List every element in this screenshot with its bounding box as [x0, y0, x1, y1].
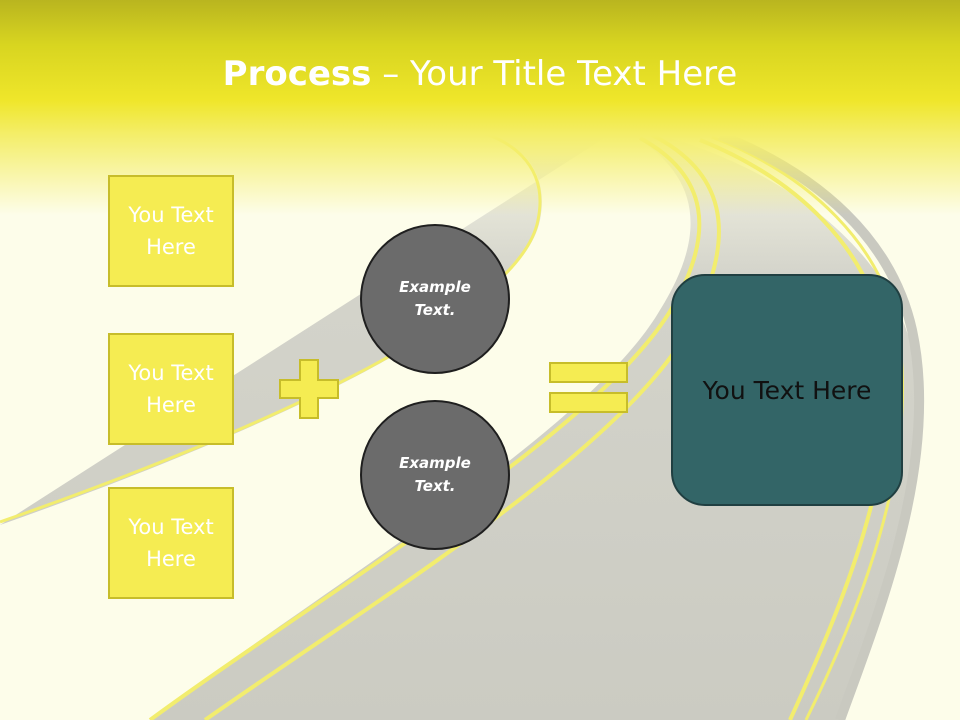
- title-bold: Process: [222, 54, 372, 94]
- input-box-1[interactable]: You Text Here: [108, 175, 234, 287]
- input-box-label: You Text Here: [128, 515, 214, 571]
- title-rest: Your Title Text Here: [410, 54, 738, 94]
- input-box-label: You Text Here: [128, 203, 214, 259]
- operand-circle-1[interactable]: Example Text.: [360, 224, 510, 374]
- operand-label: Example Text.: [399, 454, 471, 495]
- equals-icon: [549, 362, 628, 413]
- slide-title: Process – Your Title Text Here: [0, 52, 960, 96]
- operand-circle-2[interactable]: Example Text.: [360, 400, 510, 550]
- input-box-2[interactable]: You Text Here: [108, 333, 234, 445]
- input-box-label: You Text Here: [128, 361, 214, 417]
- result-box[interactable]: You Text Here: [671, 274, 903, 506]
- plus-icon: [279, 359, 339, 419]
- input-box-3[interactable]: You Text Here: [108, 487, 234, 599]
- operand-label: Example Text.: [399, 278, 471, 319]
- title-dash: –: [371, 54, 411, 94]
- result-label: You Text Here: [702, 375, 872, 405]
